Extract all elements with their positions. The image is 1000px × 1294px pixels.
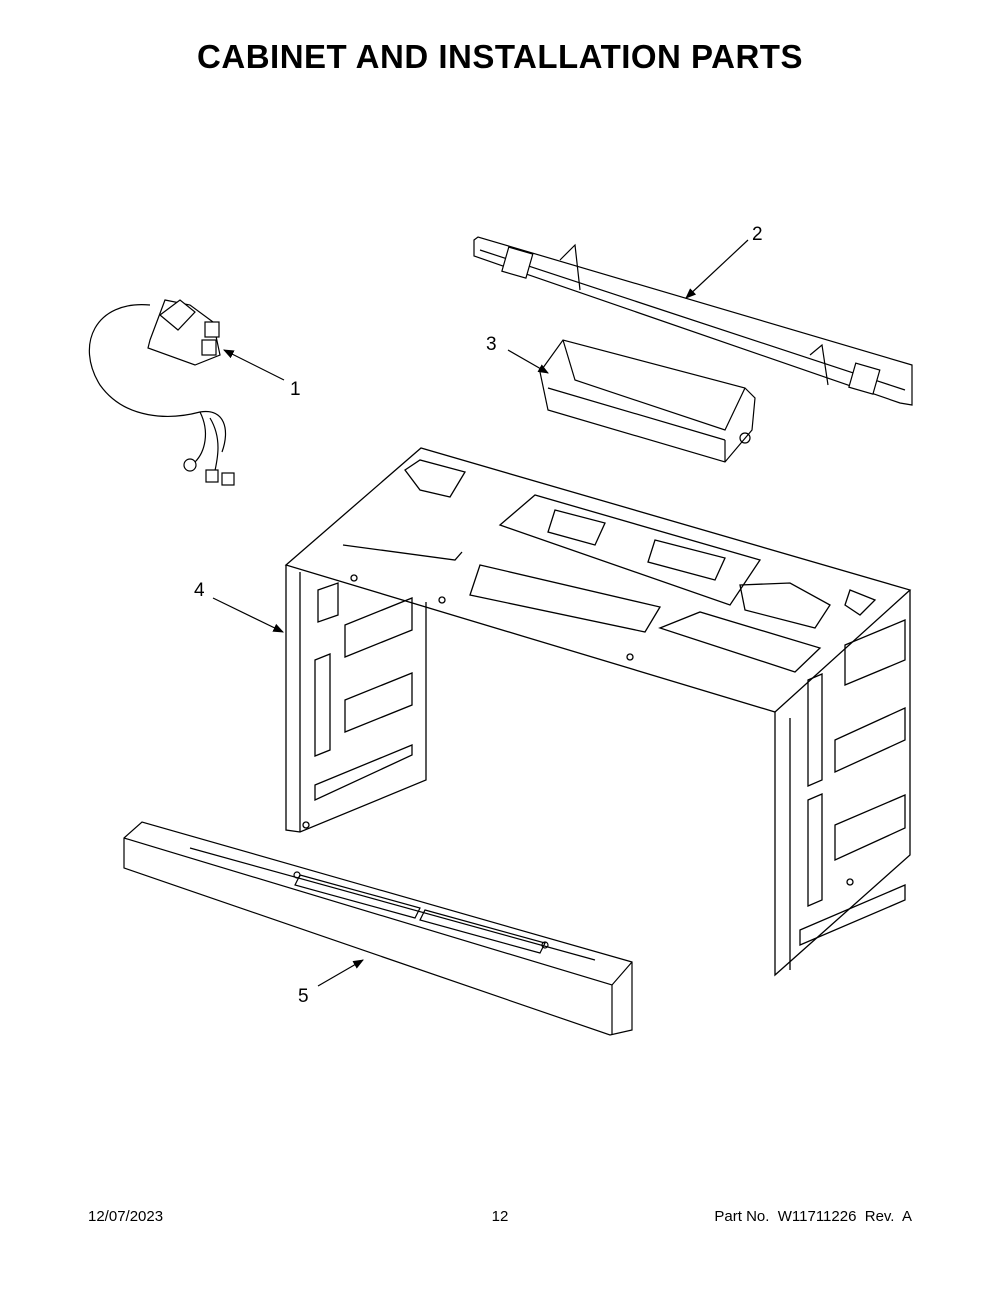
exhaust-duct-part <box>539 339 756 463</box>
footer-part-number: Part No. W11711226 Rev. A <box>714 1208 912 1225</box>
callout-label: 1 <box>290 379 301 400</box>
callout-4: 4 <box>194 580 284 633</box>
callout-label: 3 <box>486 334 497 355</box>
footer-page-number: 12 <box>491 1208 509 1225</box>
callout-label: 5 <box>298 986 309 1007</box>
cabinet-wrapper-part <box>284 447 912 977</box>
bottom-trim-part <box>123 821 633 1036</box>
page-title: CABINET AND INSTALLATION PARTS <box>197 38 803 75</box>
callout-3: 3 <box>486 334 549 374</box>
callout-label: 4 <box>194 580 205 601</box>
callout-1: 1 <box>223 349 301 400</box>
mounting-rail-part <box>473 236 913 406</box>
callout-5: 5 <box>298 959 364 1007</box>
callout-2: 2 <box>685 224 763 299</box>
power-cord-part <box>88 299 235 486</box>
footer-date: 12/07/2023 <box>88 1208 164 1225</box>
callout-label: 2 <box>752 224 763 245</box>
